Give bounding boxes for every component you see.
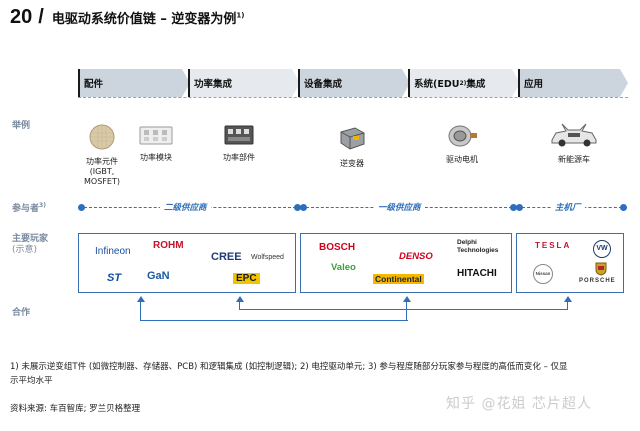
stage-device-integration: 设备集成	[298, 69, 410, 97]
tier1-players-box: BOSCH DENSO Delphi Technologies Valeo Co…	[300, 233, 512, 293]
continental-logo: Continental	[373, 274, 424, 284]
stage-power-integration: 功率集成	[188, 69, 300, 97]
vw-logo: VW	[593, 240, 611, 258]
example-label: 功率模块	[140, 153, 172, 162]
tier1-start-dot	[300, 204, 307, 211]
delphi-logo: Delphi Technologies	[457, 239, 499, 254]
motor-icon	[448, 125, 477, 147]
row-label-main-players: 主要玩家(示意)	[12, 234, 49, 255]
page-title: 电驱动系统价值链 – 逆变器为例1)	[51, 11, 245, 27]
oem-end-dot	[620, 204, 627, 211]
example-ev: 新能源车	[544, 122, 604, 165]
cooperation-line-bottom-2	[239, 309, 568, 310]
cooperation-line-bottom	[140, 320, 408, 321]
example-label: 功率元件	[86, 157, 118, 166]
tier1-label: 一级供应商	[374, 201, 425, 213]
row-label-cooperation: 合作	[12, 308, 31, 318]
infineon-logo: Infineon	[95, 246, 131, 257]
tesla-logo: TESLA	[535, 241, 572, 250]
stage-components: 配件	[78, 69, 190, 97]
stage-application: 应用	[518, 69, 628, 97]
watermark: 知乎 @花姐 芯片超人	[446, 396, 592, 412]
cooperation-arrow-left-2-icon	[236, 296, 244, 302]
nissan-logo: Nissan	[533, 264, 553, 284]
example-label: 逆变器	[340, 159, 364, 168]
example-power-element: 功率元件 (IGBT, MOSFET)	[80, 124, 124, 187]
car-icon	[551, 123, 597, 147]
power-unit-icon	[224, 125, 254, 145]
valeo-logo: Valeo	[331, 262, 356, 273]
porsche-logo: PORSCHE	[579, 278, 616, 284]
oem-players-box: TESLA VW Nissan PORSCHE	[516, 233, 624, 293]
cooperation-arrow-right-2-icon	[564, 296, 572, 302]
rohm-logo: ROHM	[153, 240, 184, 251]
row-label-examples: 举例	[12, 121, 31, 131]
cooperation-line-left	[140, 301, 141, 321]
title-bar: 20 / 电驱动系统价值链 – 逆变器为例1)	[10, 6, 244, 30]
example-label: MOSFET)	[84, 177, 120, 186]
example-label: 驱动电机	[446, 155, 478, 164]
oem-label: 主机厂	[551, 201, 585, 213]
example-label: 新能源车	[558, 155, 590, 164]
cooperation-arrow-left-icon	[137, 296, 145, 302]
example-label: (IGBT,	[89, 167, 115, 176]
stage-divider	[78, 97, 628, 98]
hitachi-logo: HITACHI	[457, 268, 497, 279]
porsche-crest-icon	[595, 262, 607, 276]
tier2-end-dot	[294, 204, 301, 211]
power-module-icon	[139, 126, 173, 145]
example-power-unit: 功率部件	[214, 124, 264, 163]
footnote-line-2: 示平均水平	[10, 376, 53, 386]
example-drive-motor: 驱动电机	[438, 124, 486, 165]
bosch-logo: BOSCH	[319, 242, 356, 253]
wafer-icon	[89, 124, 115, 150]
oem-start-dot	[516, 204, 523, 211]
denso-logo: DENSO	[399, 251, 433, 262]
inverter-icon	[340, 127, 365, 150]
source-note: 资料来源: 车百智库; 罗兰贝格整理	[10, 404, 141, 414]
epc-logo: EPC	[233, 273, 260, 284]
tier1-end-dot	[510, 204, 517, 211]
example-label: 功率部件	[223, 153, 255, 162]
footnote-line-1: 1) 未展示逆变组T件 (如微控制器、存储器、PCB) 和逻辑集成 (如控制逻辑…	[10, 362, 568, 372]
gan-logo: GaN	[147, 270, 170, 282]
cooperation-arrow-right-icon	[403, 296, 411, 302]
cree-logo: CREE	[211, 251, 242, 263]
st-logo: ST	[107, 272, 122, 284]
cooperation-line-right-2	[567, 301, 568, 310]
tier2-label: 二级供应商	[160, 201, 211, 213]
wolfspeed-logo: Wolfspeed	[251, 254, 284, 261]
page-number: 20	[10, 6, 33, 28]
tier2-start-dot	[78, 204, 85, 211]
cooperation-line-left-2	[239, 301, 240, 310]
cooperation-line-right	[406, 301, 407, 321]
row-label-participants: 参与者3)	[12, 202, 46, 214]
tier2-players-box: Infineon ROHM CREE Wolfspeed ST GaN EPC	[78, 233, 296, 293]
example-power-module: 功率模块	[134, 124, 178, 163]
footnotes: 1) 未展示逆变组T件 (如微控制器、存储器、PCB) 和逻辑集成 (如控制逻辑…	[10, 360, 630, 388]
title-slash: /	[38, 6, 44, 28]
example-inverter: 逆变器	[330, 124, 374, 169]
